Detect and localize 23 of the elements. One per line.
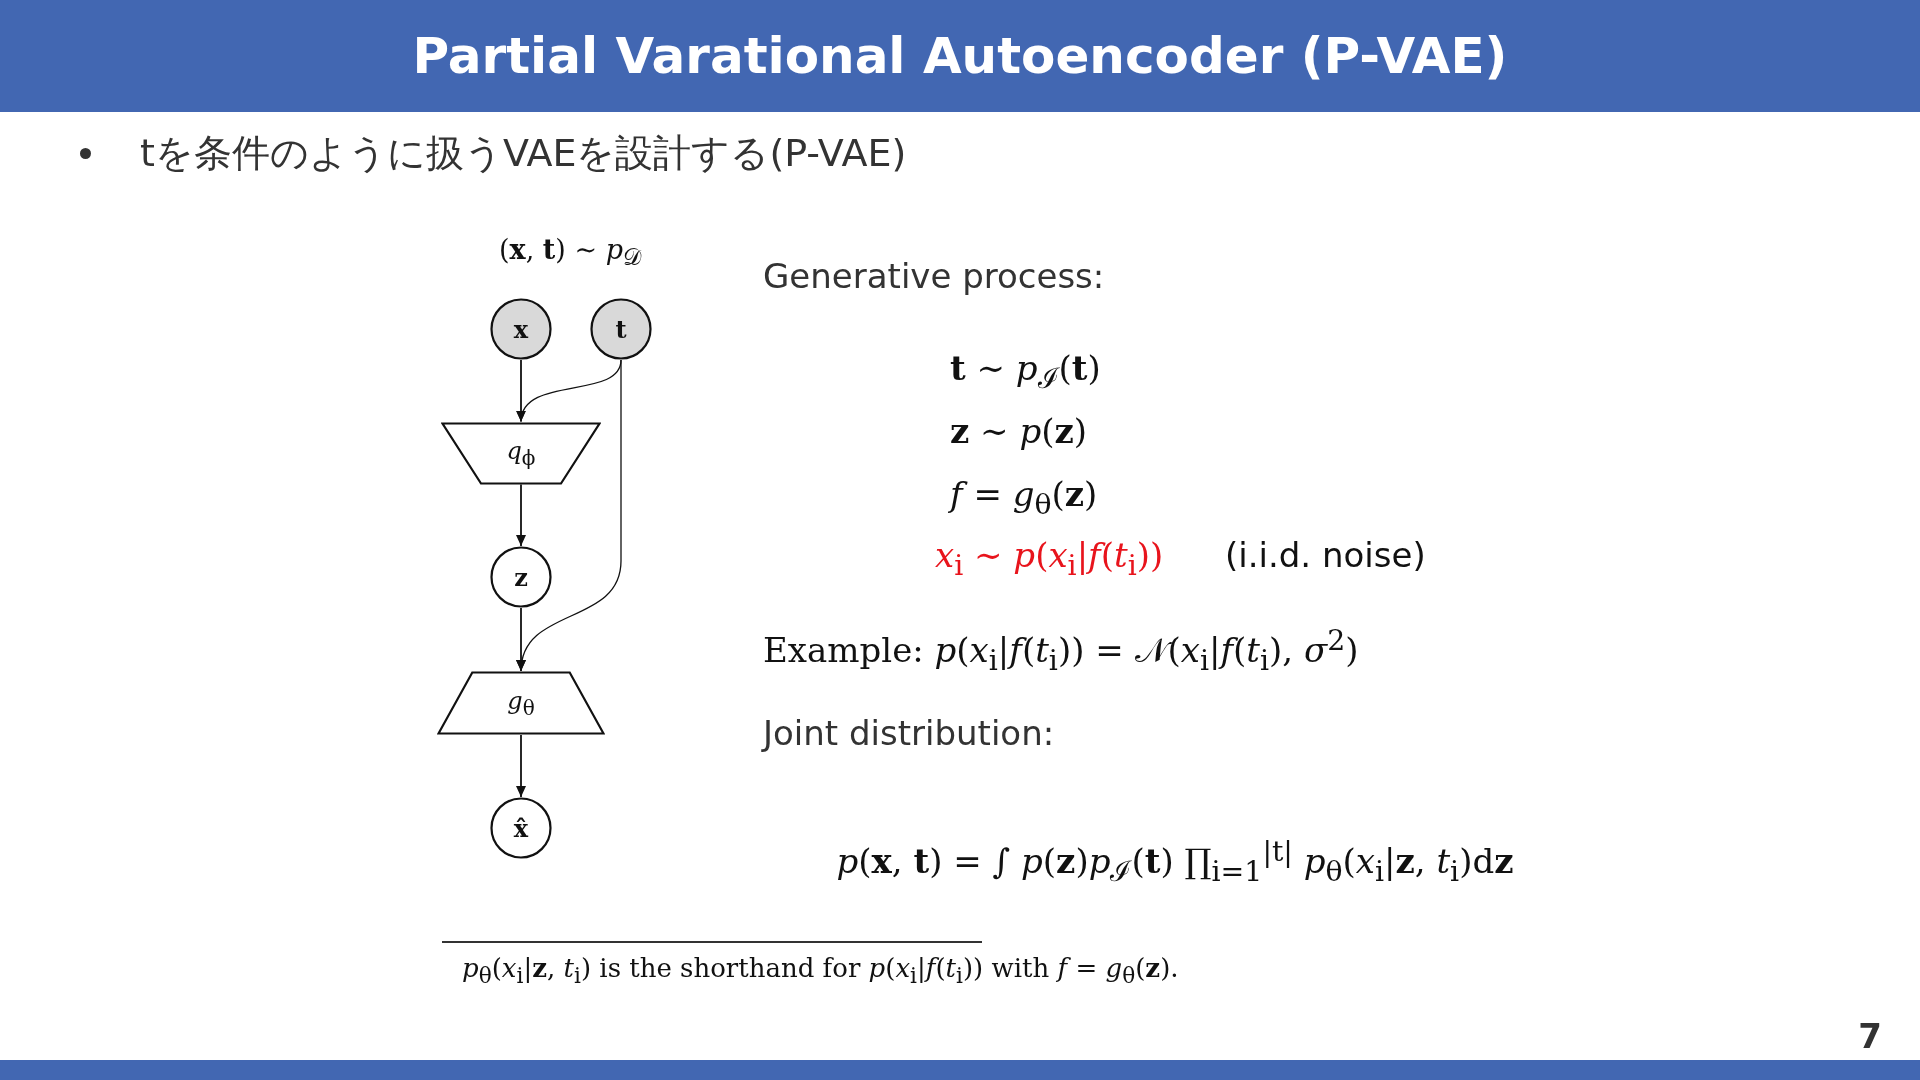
arrow bbox=[516, 734, 526, 798]
formula: z ∼ p(z) bbox=[950, 411, 1088, 451]
formula: x$_{i}$ ∼ p(x$_{i}$|f(t$_{i}$)) bbox=[935, 535, 1164, 582]
arrow bbox=[517, 359, 622, 672]
arrow bbox=[516, 483, 526, 547]
latent-variable-circle: z bbox=[490, 546, 552, 608]
formula: Example: p(x$_{i}$|f(t$_{i}$)) = 𝒩(x$_{i}$|f(t$_{i}$), σ$^{2}$) bbox=[763, 624, 1359, 678]
formula: (x, t) ∼ p$_{𝒟}$ bbox=[499, 234, 641, 272]
observed-variable-circle: t bbox=[590, 298, 652, 360]
section-heading: Generative process: bbox=[763, 256, 1105, 296]
note-text: (i.i.d. noise) bbox=[1225, 535, 1426, 575]
decoder-trapezoid: g$_{θ}$ bbox=[437, 671, 605, 735]
reconstruction-circle: x̂ bbox=[490, 797, 552, 859]
page-number: 7 bbox=[1858, 1016, 1882, 1056]
formula: p(x, t) = ∫ p(z)p$_{ℐ}$(t) ∏$_{i=1}$$^{|t|}$ p$_{θ}$(x$_{i}$|z, t$_{i}$)dz bbox=[836, 835, 1514, 890]
observed-variable-circle: x bbox=[490, 298, 552, 360]
section-heading: Joint distribution: bbox=[763, 713, 1055, 753]
encoder-trapezoid: q$_{ϕ}$ bbox=[441, 421, 601, 485]
title-bar: Partial Varational Autoencoder (P-VAE) bbox=[0, 0, 1920, 112]
formula: f = g$_{θ}$(z) bbox=[950, 474, 1098, 521]
bullet-text: tを条件のように扱うVAEを設計する(P-VAE) bbox=[140, 130, 907, 177]
footnote-text: p$_{θ}$(x$_{i}$|z, t$_{i}$) is the shorthand for p(x$_{i}$|f(t$_{i}$)) with f = g$_{θ}$(z). bbox=[462, 953, 1179, 989]
formula: t ∼ p$_{ℐ}$(t) bbox=[950, 348, 1101, 396]
